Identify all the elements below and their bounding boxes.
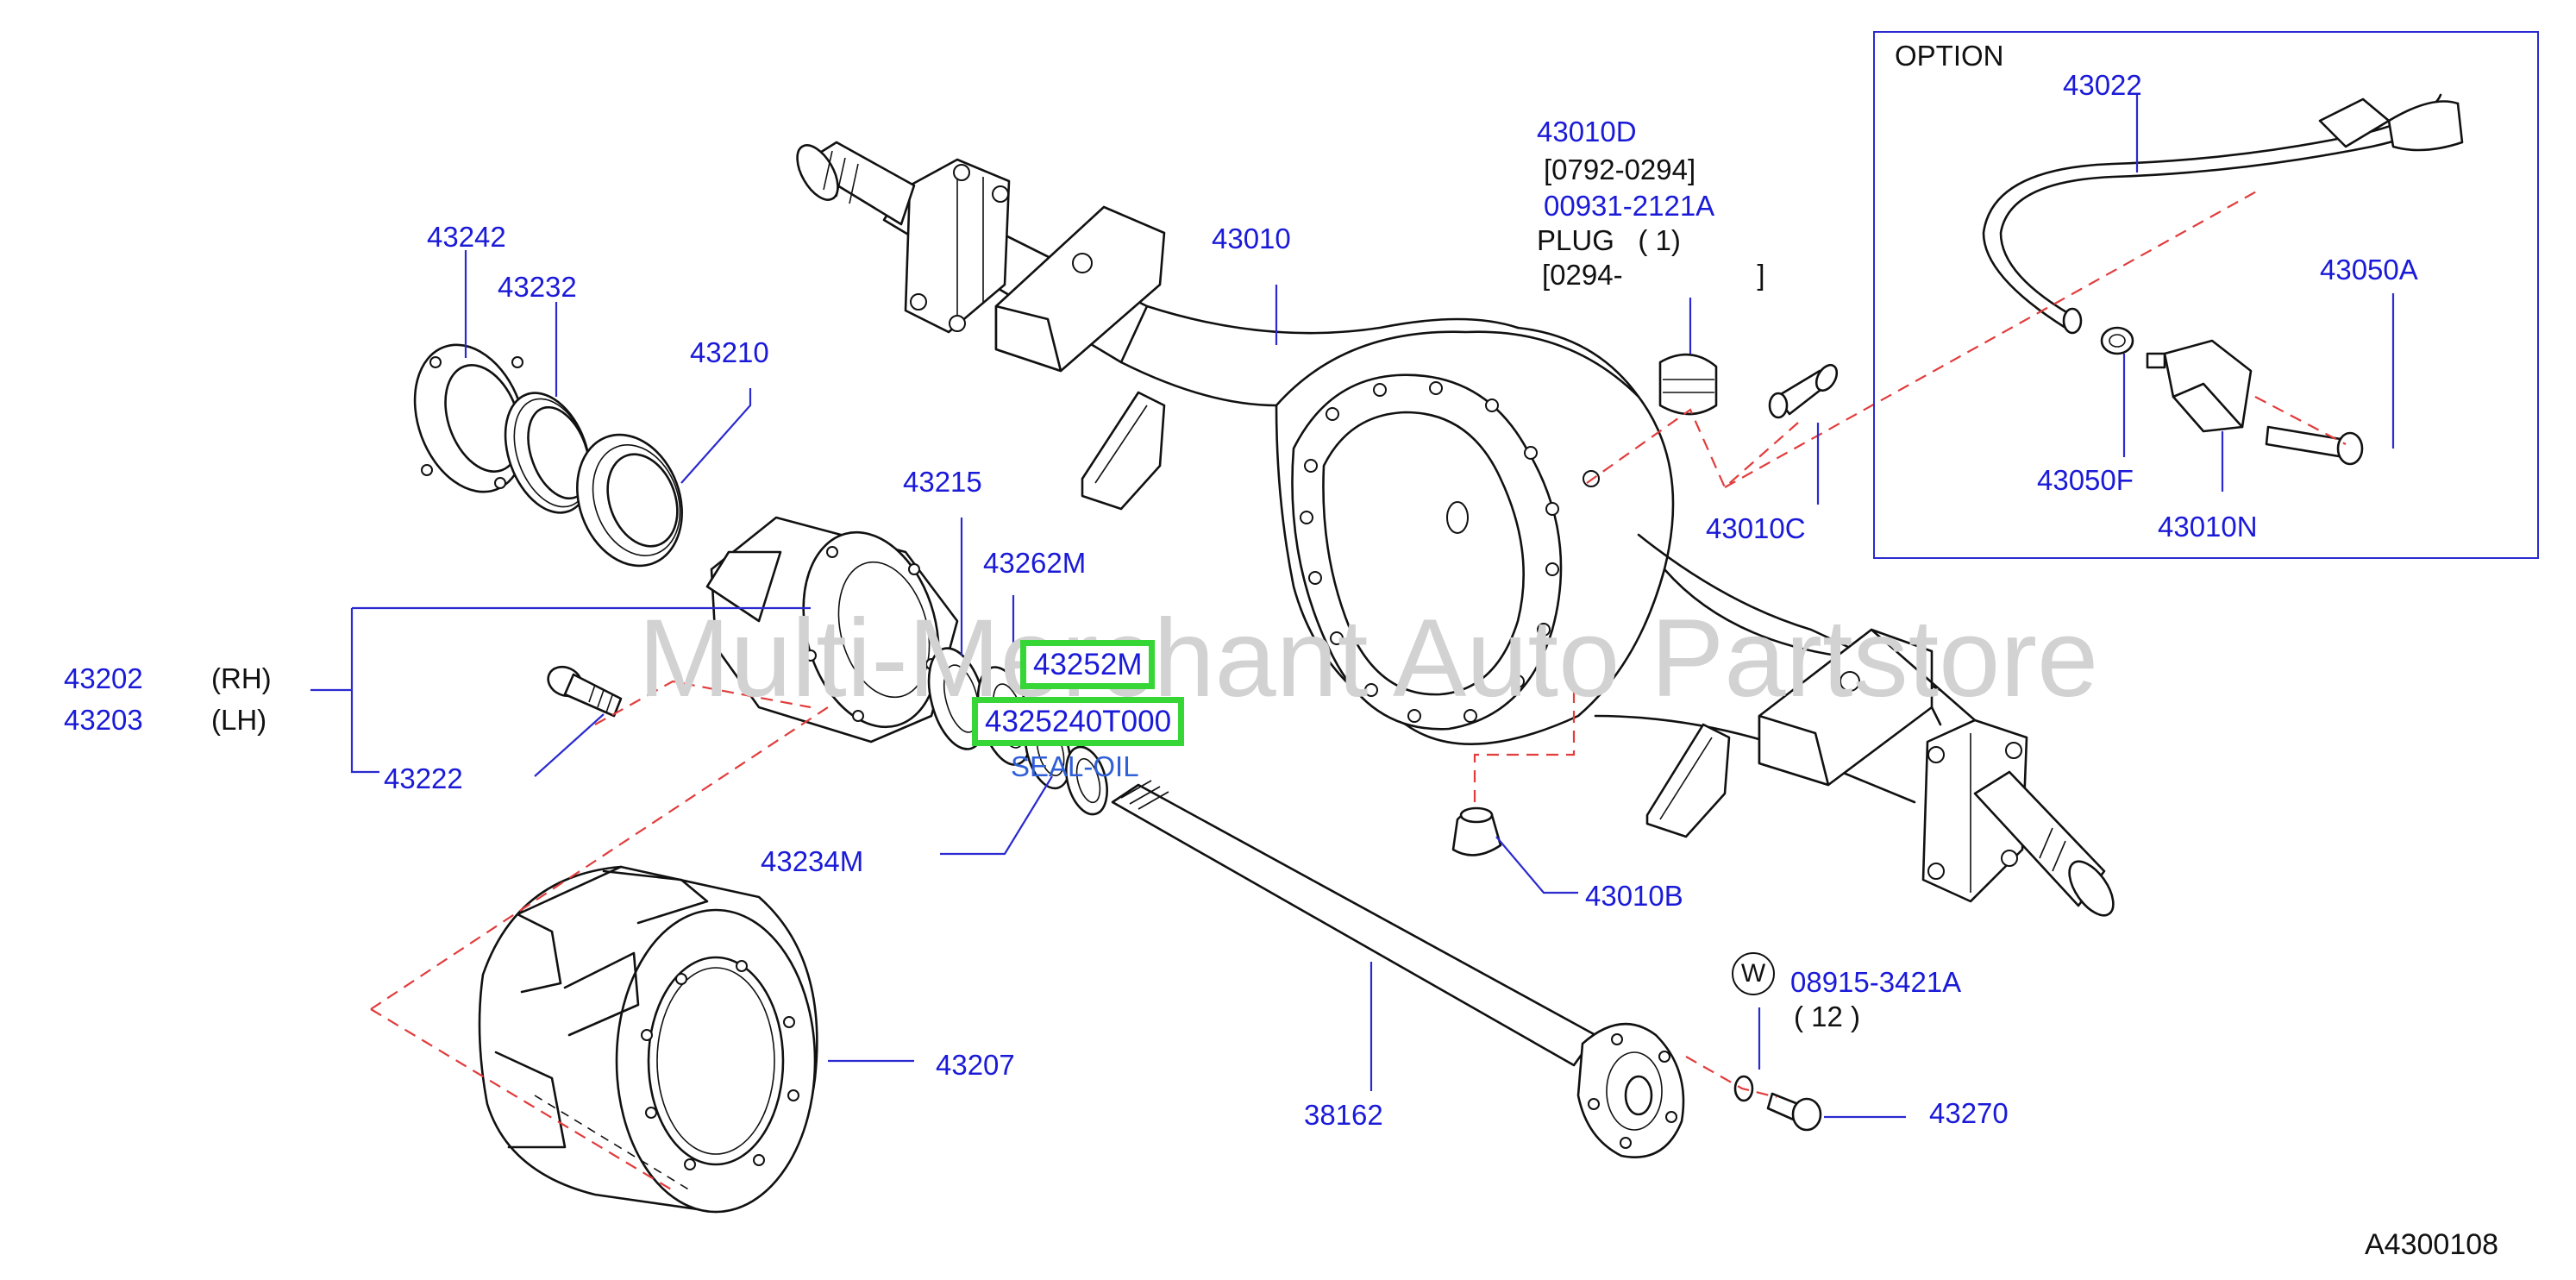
- label-43242[interactable]: 43242: [427, 221, 506, 253]
- option-title: OPTION: [1895, 40, 2004, 72]
- axle-shaft: [1111, 780, 1685, 1158]
- label-43262m[interactable]: 43262M: [983, 547, 1087, 579]
- option-hose: [1982, 93, 2464, 335]
- label-43202[interactable]: 43202: [64, 662, 143, 694]
- assembly-lines: [370, 189, 2347, 1191]
- label-43010d-range: [0792-0294]: [1544, 154, 1696, 185]
- label-43010n[interactable]: 43010N: [2158, 511, 2258, 543]
- option-clip: [2100, 326, 2134, 355]
- drain-plug: [1658, 353, 1718, 416]
- label-43215[interactable]: 43215: [903, 466, 982, 498]
- label-43210[interactable]: 43210: [690, 336, 769, 368]
- breather: [1768, 363, 1839, 419]
- option-bolt: [2265, 425, 2364, 466]
- leader-lines: [310, 95, 2395, 1119]
- label-43232[interactable]: 43232: [498, 271, 577, 303]
- highlight-4325240t000[interactable]: 4325240T000: [972, 697, 1185, 746]
- label-08915-qty: ( 12 ): [1794, 1001, 1861, 1032]
- label-43203-side: (LH): [211, 704, 267, 736]
- label-43202-side: (RH): [211, 662, 272, 694]
- label-43270[interactable]: 43270: [1929, 1097, 2009, 1129]
- washer-symbol: W: [1732, 952, 1775, 995]
- label-43010d[interactable]: 43010D: [1537, 116, 1637, 147]
- brake-drum: [478, 865, 818, 1214]
- retainer-plate: [413, 343, 527, 493]
- axle-housing: [796, 141, 2115, 917]
- label-43050a[interactable]: 43050A: [2320, 254, 2418, 285]
- label-43234m[interactable]: 43234M: [761, 845, 864, 877]
- option-box: [1873, 31, 2539, 559]
- label-08915-3421a[interactable]: 08915-3421A: [1790, 966, 1962, 998]
- option-bracket: [2146, 339, 2253, 433]
- label-00931-2121a[interactable]: 00931-2121A: [1544, 190, 1715, 222]
- diagram-code: A4300108: [2365, 1228, 2499, 1261]
- label-43050f[interactable]: 43050F: [2037, 464, 2134, 496]
- watermark: Multi-Merchant Auto Partstore: [638, 597, 2099, 720]
- label-43022[interactable]: 43022: [2063, 69, 2142, 101]
- axle-flange-bolt: [1733, 1075, 1822, 1132]
- label-seal-oil[interactable]: SEAL-OIL: [1011, 750, 1139, 782]
- label-43010[interactable]: 43010: [1212, 223, 1291, 254]
- wheel-bearing: [576, 433, 683, 568]
- label-43222[interactable]: 43222: [384, 762, 463, 794]
- bearing-ring: [504, 392, 592, 514]
- label-43010c[interactable]: 43010C: [1706, 512, 1806, 544]
- hub-bolt: [547, 665, 623, 718]
- filler-plug: [1451, 806, 1502, 856]
- label-43207[interactable]: 43207: [936, 1049, 1015, 1081]
- label-38162[interactable]: 38162: [1304, 1099, 1383, 1131]
- axle-hub: [705, 516, 959, 744]
- label-range-0294: [0294- ]: [1542, 259, 1765, 291]
- label-plug: PLUG ( 1): [1537, 224, 1681, 256]
- label-43010b[interactable]: 43010B: [1585, 880, 1683, 912]
- highlight-43252m[interactable]: 43252M: [1020, 640, 1156, 689]
- label-43203[interactable]: 43203: [64, 704, 143, 736]
